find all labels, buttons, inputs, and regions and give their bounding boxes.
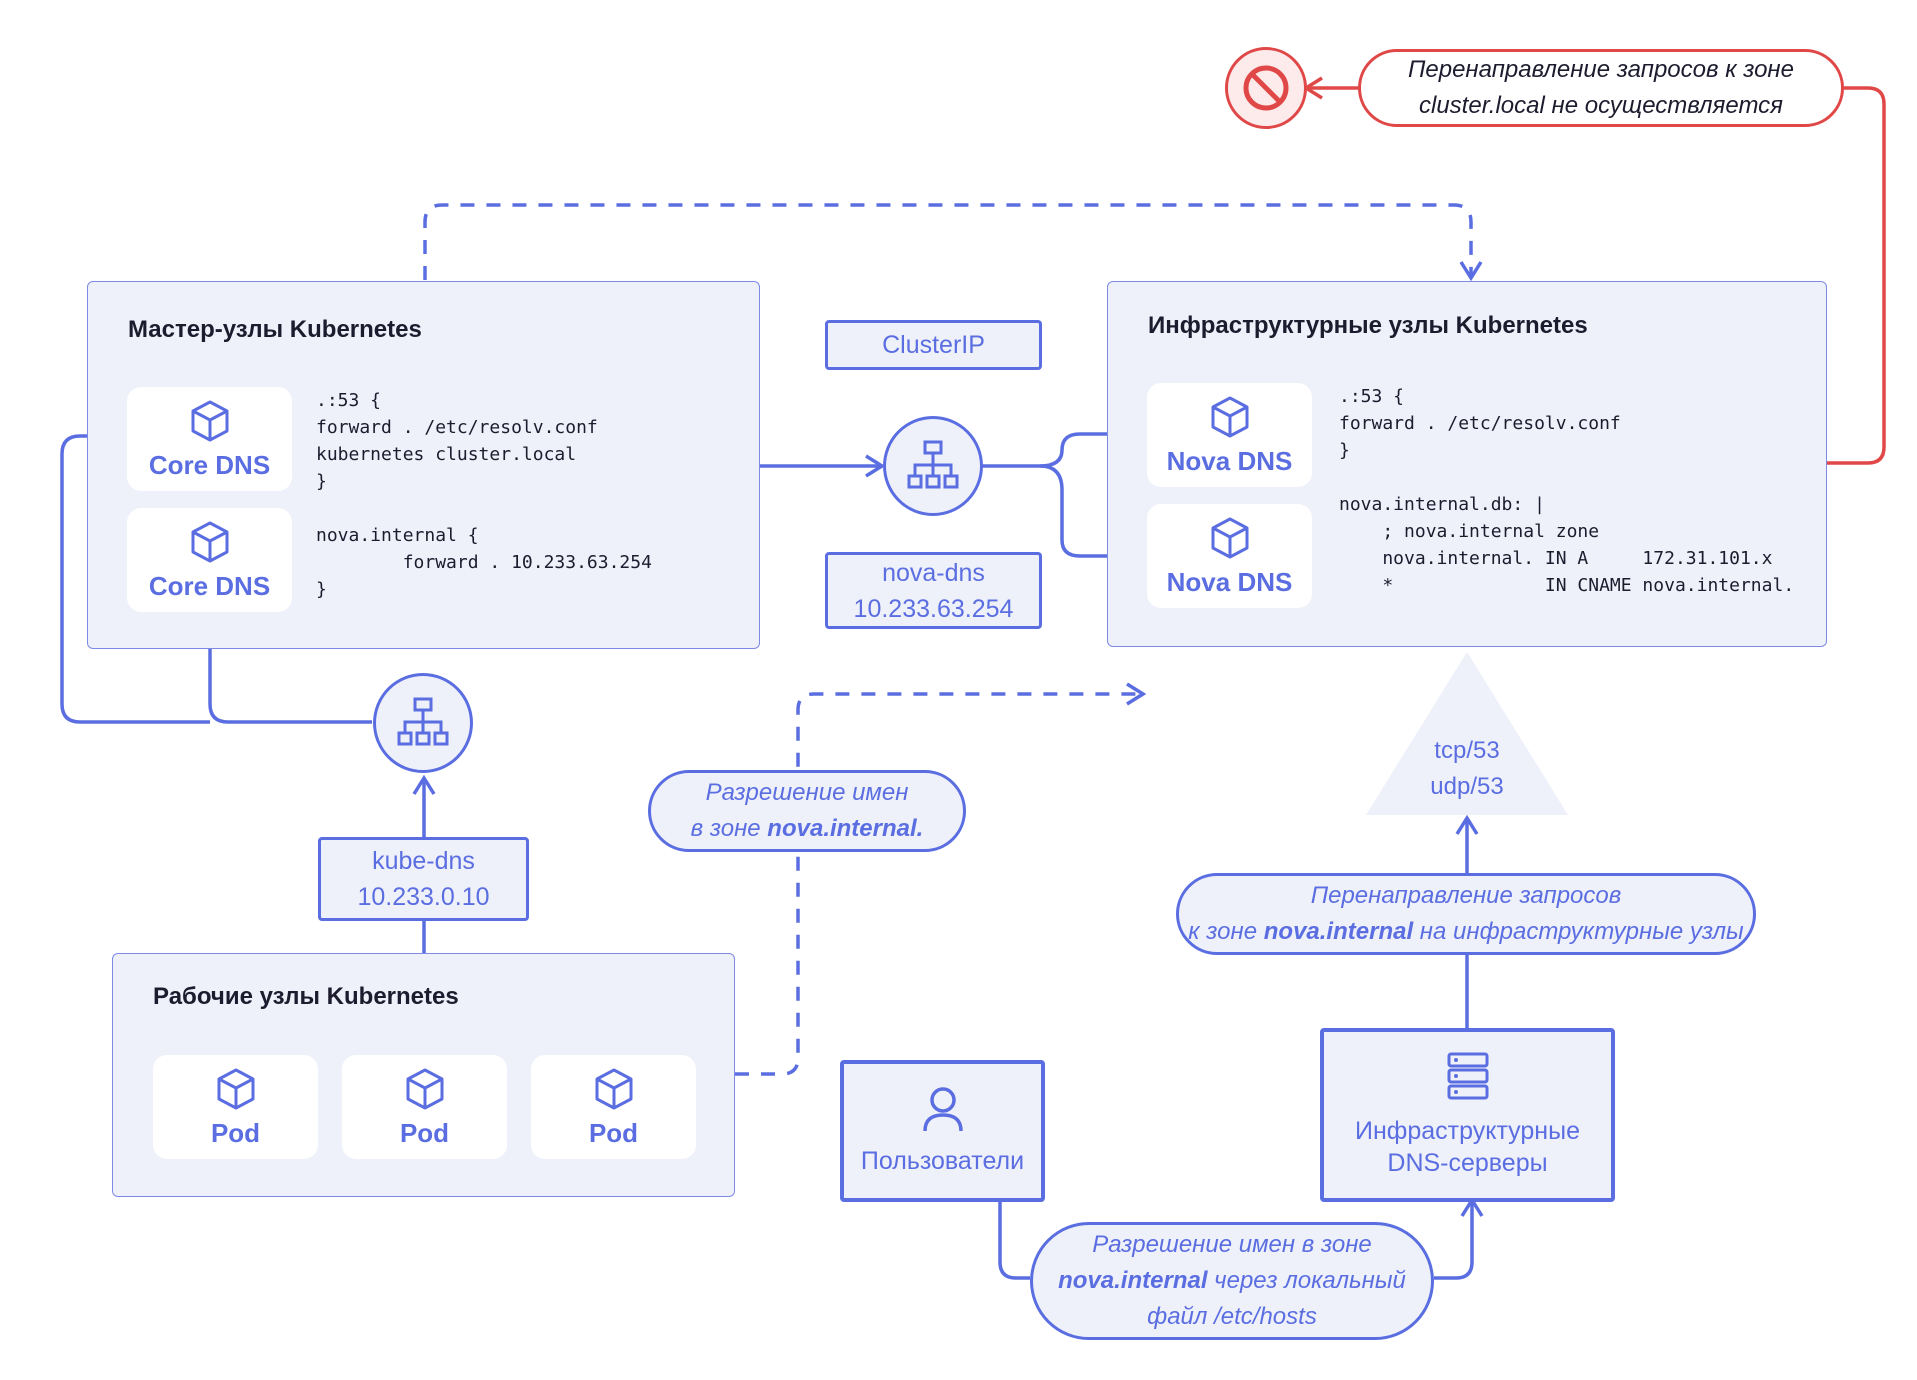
coredns-label: Core DNS xyxy=(148,570,271,601)
infra-nodes-title: Инфраструктурные узлы Kubernetes xyxy=(1148,312,1588,339)
prohibited-icon xyxy=(1243,65,1289,111)
cube-icon xyxy=(1211,396,1248,437)
ports-triangle xyxy=(1366,652,1568,815)
stop-icon xyxy=(1225,47,1307,129)
kube-dns-service-name: kube-dns xyxy=(372,847,475,875)
cube-icon xyxy=(191,521,228,562)
forwarding-line1: Перенаправление запросов xyxy=(1310,882,1622,909)
kube-dns-load-balancer[interactable] xyxy=(373,673,473,773)
no-forward-note-line1: Перенаправление запросов к зоне xyxy=(1407,56,1794,83)
name-resolution-note: Разрешение имен в зоне nova.internal. xyxy=(648,770,966,852)
infra-dns-servers-box[interactable]: Инфраструктурные DNS-серверы xyxy=(1320,1028,1615,1202)
cube-icon xyxy=(1211,517,1248,558)
forwarding-note: Перенаправление запросов к зоне nova.int… xyxy=(1176,873,1756,955)
dashed-link-master-to-infra xyxy=(423,203,1483,282)
forwarding-suffix: на инфраструктурные узлы xyxy=(1413,918,1744,945)
nova-dns-load-balancer[interactable] xyxy=(883,416,983,516)
forwarding-zone: nova.internal xyxy=(1263,918,1414,945)
infra-dns-servers-line2: DNS-серверы xyxy=(1387,1149,1548,1177)
network-hierarchy-icon xyxy=(397,697,449,746)
clusterip-label-box: ClusterIP xyxy=(825,320,1042,370)
worker-nodes-title: Рабочие узлы Kubernetes xyxy=(153,983,459,1010)
novadns-label: Nova DNS xyxy=(1166,445,1293,476)
pod-label: Pod xyxy=(588,1117,639,1148)
novadns-card-2[interactable]: Nova DNS xyxy=(1147,504,1312,608)
users-box[interactable]: Пользователи xyxy=(840,1060,1045,1202)
forwarding-line2: к зоне nova.internal на инфраструктурные… xyxy=(1188,914,1743,950)
nova-dns-service-box: nova-dns 10.233.63.254 xyxy=(825,552,1042,629)
tcp-port-label: tcp/53 xyxy=(1434,737,1500,764)
hosts-note-line3: файл /etc/hosts xyxy=(1147,1303,1317,1330)
network-hierarchy-icon xyxy=(907,440,959,489)
clusterip-label: ClusterIP xyxy=(882,331,985,359)
coredns-label: Core DNS xyxy=(148,449,271,480)
hosts-note-suffix: через локальный xyxy=(1207,1267,1406,1294)
name-resolution-prefix: в зоне xyxy=(690,815,768,842)
pod-card-1[interactable]: Pod xyxy=(153,1055,318,1159)
worker-nodes-panel: Рабочие узлы Kubernetes Pod Pod Pod xyxy=(112,953,735,1197)
name-resolution-line2: в зоне nova.internal. xyxy=(691,811,924,847)
link-lb-to-coredns2 xyxy=(198,612,372,724)
cube-icon xyxy=(191,400,228,441)
cube-icon xyxy=(406,1068,443,1109)
ports-label: tcp/53 udp/53 xyxy=(1367,733,1567,805)
pod-card-2[interactable]: Pod xyxy=(342,1055,507,1159)
red-link-infra-to-note xyxy=(1825,86,1886,465)
kube-dns-service-ip: 10.233.0.10 xyxy=(357,883,490,911)
kube-dns-service-box: kube-dns 10.233.0.10 xyxy=(318,837,529,921)
infra-nodes-panel: Инфраструктурные узлы Kubernetes Nova DN… xyxy=(1107,281,1827,647)
hosts-note-zone: nova.internal xyxy=(1058,1267,1208,1294)
cube-icon xyxy=(217,1068,254,1109)
nova-dns-service-name: nova-dns xyxy=(882,558,985,587)
name-resolution-zone: nova.internal. xyxy=(767,815,924,842)
hosts-file-note: Разрешение имен в зоне nova.internal чер… xyxy=(1030,1222,1434,1340)
link-note-to-servers xyxy=(1434,1196,1484,1280)
hosts-note-line1: Разрешение имен в зоне xyxy=(1092,1231,1372,1258)
pod-card-3[interactable]: Pod xyxy=(531,1055,696,1159)
coredns-card-2[interactable]: Core DNS xyxy=(127,508,292,612)
user-icon xyxy=(922,1087,963,1132)
master-nodes-panel: Мастер-узлы Kubernetes Core DNS Core DNS… xyxy=(87,281,760,649)
name-resolution-line1: Разрешение имен xyxy=(705,779,909,806)
coredns-config-nova: nova.internal { forward . 10.233.63.254 … xyxy=(316,525,652,600)
pod-label: Pod xyxy=(399,1117,450,1148)
nova-dns-service-ip: 10.233.63.254 xyxy=(853,594,1014,623)
link-users-to-note xyxy=(998,1200,1030,1280)
forwarding-prefix: к зоне xyxy=(1188,918,1264,945)
novadns-label: Nova DNS xyxy=(1166,566,1293,597)
hosts-note-line2: nova.internal через локальный xyxy=(1058,1263,1406,1299)
dashed-link-workers-to-infra xyxy=(735,682,1147,1076)
novadns-card-1[interactable]: Nova DNS xyxy=(1147,383,1312,487)
link-lb-to-coredns1 xyxy=(60,424,210,724)
cube-icon xyxy=(595,1068,632,1109)
infra-dns-servers-line1: Инфраструктурные xyxy=(1355,1117,1580,1145)
novadns-config-main: .:53 { forward . /etc/resolv.conf } xyxy=(1339,386,1621,461)
coredns-card-1[interactable]: Core DNS xyxy=(127,387,292,491)
link-lb-to-nova2 xyxy=(1039,464,1147,568)
pod-label: Pod xyxy=(210,1117,261,1148)
udp-port-label: udp/53 xyxy=(1430,773,1504,800)
no-forward-note: Перенаправление запросов к зоне cluster.… xyxy=(1358,49,1844,127)
users-label: Пользователи xyxy=(860,1147,1025,1175)
no-forward-note-line2: cluster.local не осуществляется xyxy=(1419,92,1783,119)
master-nodes-title: Мастер-узлы Kubernetes xyxy=(128,316,422,343)
coredns-config-main: .:53 { forward . /etc/resolv.conf kubern… xyxy=(316,390,598,492)
novadns-config-zone: nova.internal.db: | ; nova.internal zone… xyxy=(1339,494,1795,596)
server-icon xyxy=(1447,1052,1488,1100)
